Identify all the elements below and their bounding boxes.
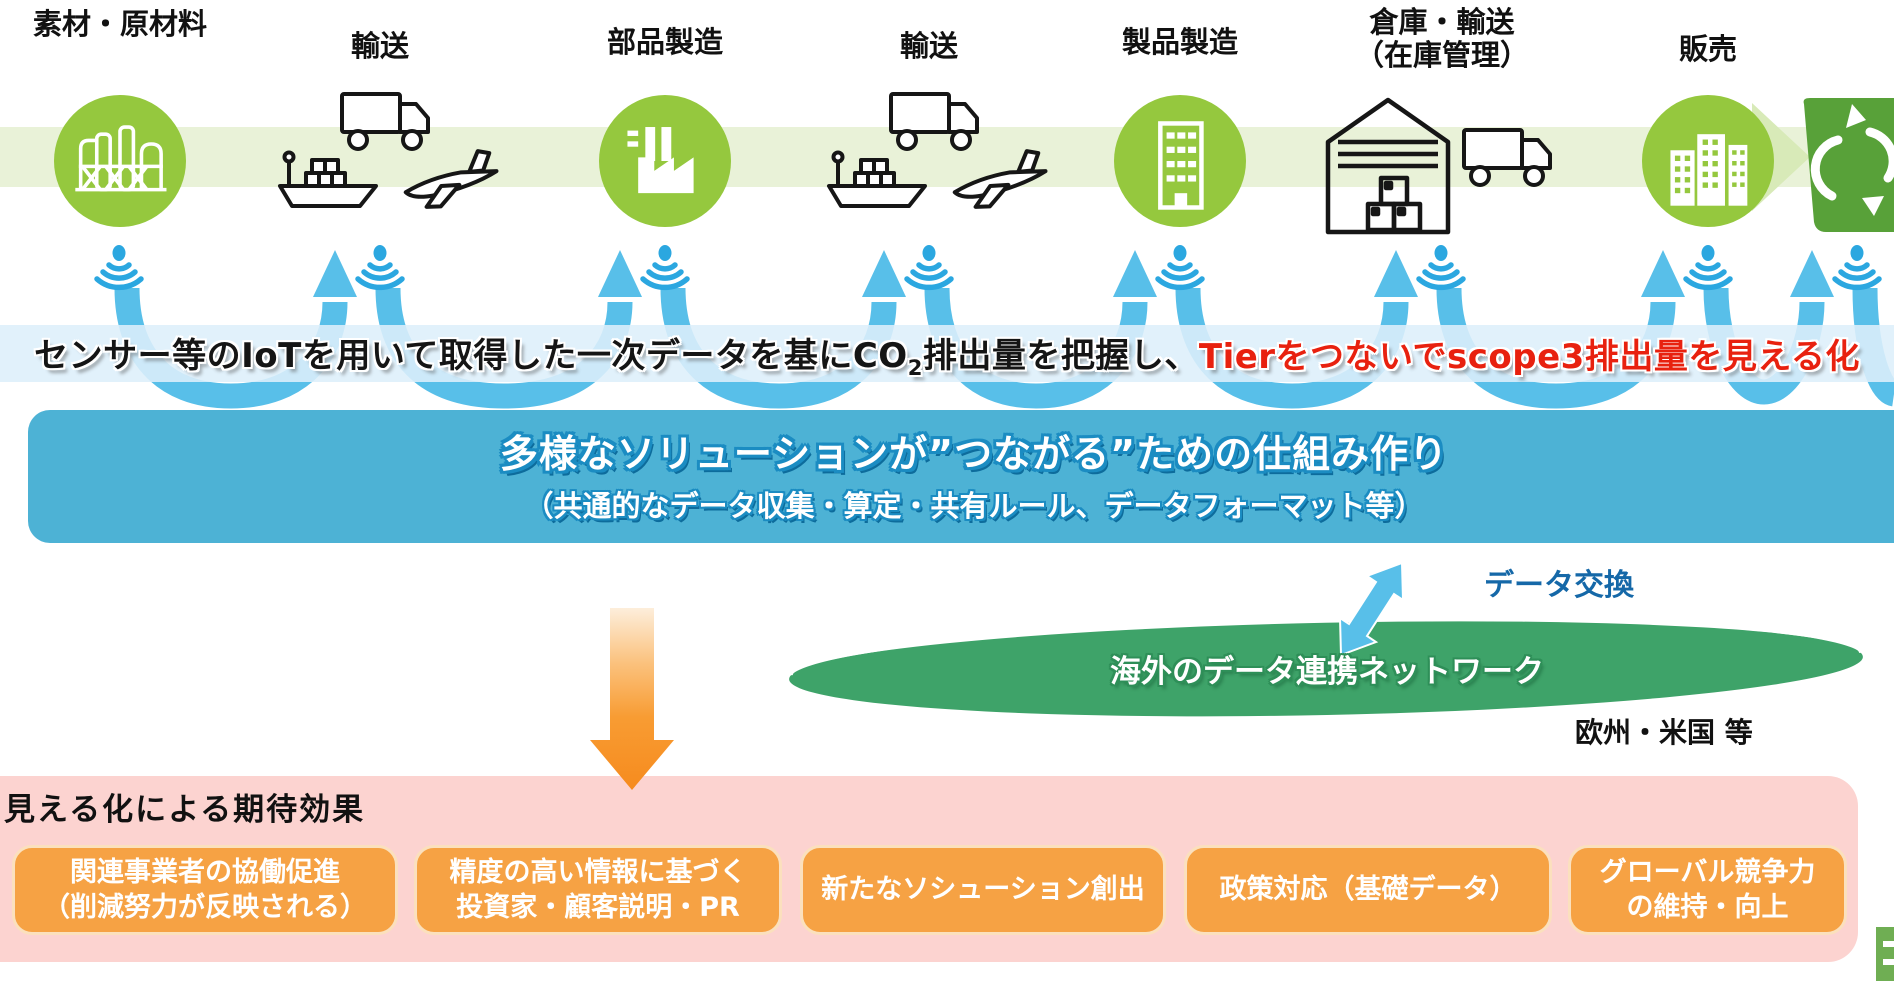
effect-line1: 政策対応（基礎データ） bbox=[1219, 874, 1517, 906]
co2-subscript: 2 bbox=[907, 354, 923, 380]
effect-line1: 新たなソシューション創出 bbox=[821, 874, 1145, 906]
overseas-network-shape bbox=[789, 617, 1863, 717]
office-building-icon bbox=[1158, 121, 1204, 210]
truck-icon bbox=[340, 92, 430, 151]
wifi-icon bbox=[1419, 245, 1463, 287]
effects-heading: 見える化による期待効果 bbox=[4, 792, 366, 828]
stage-circle-sales bbox=[1642, 95, 1774, 227]
effect-line2: （削減努力が反映される） bbox=[43, 892, 367, 923]
warehouse-icons bbox=[1328, 100, 1552, 232]
effect-item-collaboration: 関連事業者の協働促進 （削減努力が反映される） bbox=[12, 845, 398, 935]
truck-icon bbox=[1462, 128, 1552, 187]
overseas-network-label: 海外のデータ連携ネットワーク bbox=[1110, 654, 1544, 690]
cargo-ship-icon bbox=[827, 150, 927, 208]
solution-box-subtitle: （共通的なデータ収集・算定・共有ルール、データフォーマット等） bbox=[524, 489, 1424, 523]
corner-green-box bbox=[1876, 927, 1894, 981]
wifi-icon bbox=[907, 245, 951, 287]
solution-box: 多様なソリューションが”つながる”ための仕組み作り （共通的なデータ収集・算定・… bbox=[28, 410, 1894, 543]
iot-chain-arrowheads bbox=[313, 250, 1834, 297]
wifi-icon bbox=[1686, 245, 1730, 287]
iot-banner-text-red: Tierをつないでscope3排出量を見える化 bbox=[1198, 337, 1860, 377]
down-arrow-icon bbox=[590, 608, 674, 790]
solution-box-title: 多様なソリューションが”つながる”ための仕組み作り bbox=[499, 432, 1449, 476]
stage-circle-materials bbox=[54, 95, 186, 227]
stage-label-line1: 倉庫・輸送 bbox=[1369, 5, 1515, 39]
stage-label-sales: 販売 bbox=[1678, 32, 1738, 66]
effect-item-new-solutions: 新たなソシューション創出 bbox=[800, 845, 1166, 935]
stage-label-transport-1: 輸送 bbox=[350, 29, 410, 63]
data-exchange-arrow-icon bbox=[1338, 561, 1405, 657]
recycle-bin-icon bbox=[1803, 98, 1894, 232]
wifi-icon bbox=[1835, 245, 1879, 287]
effect-item-global-competitiveness: グローバル競争力 の維持・向上 bbox=[1568, 845, 1847, 935]
wifi-icon bbox=[1158, 245, 1202, 287]
stage-label-parts-manufacturing: 部品製造 bbox=[606, 25, 724, 59]
stage-circle-parts-manufacturing bbox=[599, 95, 731, 227]
effect-line2: の維持・向上 bbox=[1626, 892, 1789, 923]
wifi-icons bbox=[97, 245, 1879, 287]
effect-item-policy: 政策対応（基礎データ） bbox=[1184, 845, 1552, 935]
stage-label-warehouse-transport: 倉庫・輸送 （在庫管理） bbox=[1354, 5, 1530, 73]
warehouse-icon bbox=[1328, 100, 1448, 232]
stage-label-product-manufacturing: 製品製造 bbox=[1121, 25, 1239, 59]
stage-label-transport-2: 輸送 bbox=[899, 29, 959, 63]
stage-label-materials: 素材・原材料 bbox=[32, 7, 208, 41]
wifi-icon bbox=[97, 245, 141, 287]
effect-line1: 関連事業者の協働促進 bbox=[70, 856, 340, 888]
stage-label-line2: （在庫管理） bbox=[1354, 38, 1530, 73]
wifi-icon bbox=[643, 245, 687, 287]
effect-line2: 投資家・顧客説明・PR bbox=[456, 892, 740, 923]
iot-banner: センサー等のIoTを用いて取得した一次データを基にCO2排出量を把握し、Tier… bbox=[0, 325, 1894, 382]
truck-icon bbox=[889, 92, 979, 151]
chemical-plant-icon bbox=[75, 125, 167, 192]
transport-icons-1 bbox=[278, 92, 503, 214]
effect-line1: グローバル競争力 bbox=[1599, 856, 1816, 888]
airplane-icon bbox=[398, 146, 503, 214]
data-exchange-label: データ交換 bbox=[1484, 568, 1634, 603]
airplane-icon bbox=[947, 146, 1052, 214]
region-caption: 欧州・米国 等 bbox=[1575, 716, 1753, 749]
cargo-ship-icon bbox=[278, 150, 378, 208]
stage-circle-product-manufacturing bbox=[1114, 95, 1246, 227]
effect-line1: 精度の高い情報に基づく bbox=[449, 856, 747, 888]
wifi-icon bbox=[358, 245, 402, 287]
iot-banner-text-black: センサー等のIoTを用いて取得した一次データを基にCO2排出量を把握し、 bbox=[34, 335, 1199, 380]
factory-icon bbox=[627, 127, 694, 194]
city-buildings-icon bbox=[1670, 134, 1748, 206]
transport-icons-2 bbox=[827, 92, 1052, 214]
effect-item-investor-pr: 精度の高い情報に基づく 投資家・顧客説明・PR bbox=[414, 845, 782, 935]
